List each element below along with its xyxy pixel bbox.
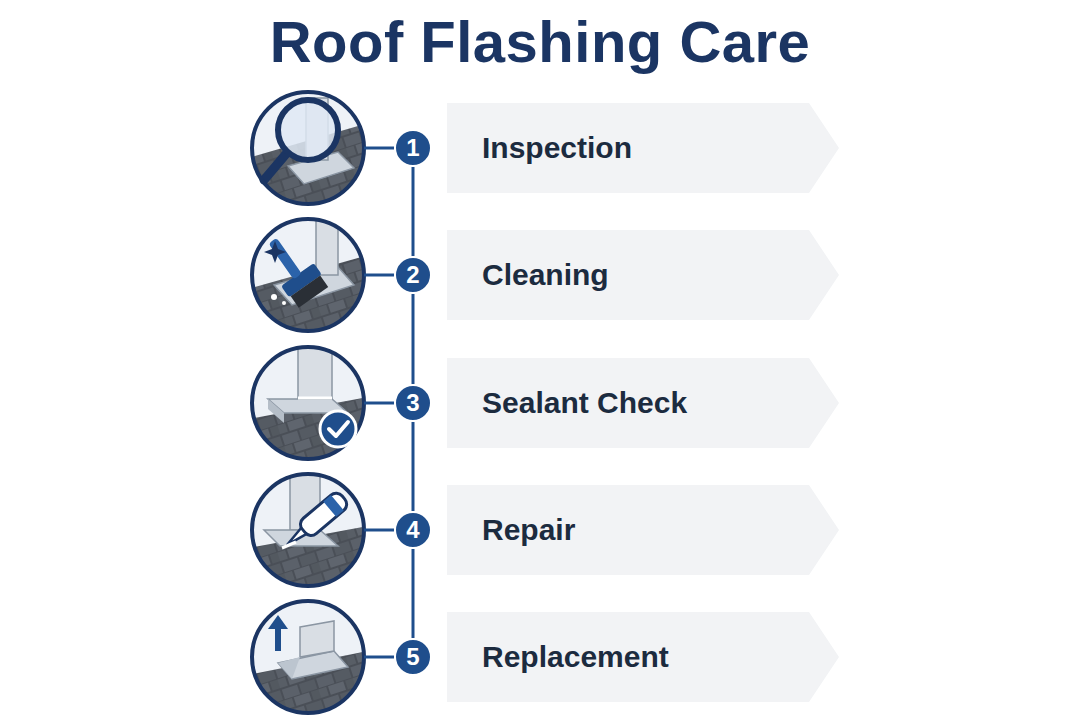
step-label-box: Sealant Check [447, 358, 839, 448]
step-label: Repair [447, 485, 575, 575]
sealant-check-icon [248, 343, 368, 463]
timeline-connector [413, 549, 414, 638]
step-number: 1 [394, 129, 432, 167]
step-number: 4 [394, 511, 432, 549]
step-number: 2 [394, 256, 432, 294]
step-label-box: Repair [447, 485, 839, 575]
cleaning-icon [248, 215, 368, 335]
step-number-text: 2 [406, 263, 419, 287]
inspection-icon [248, 88, 368, 208]
step-label: Sealant Check [447, 358, 687, 448]
step-number: 5 [394, 638, 432, 676]
step-label-box: Inspection [447, 103, 839, 193]
step-number: 3 [394, 384, 432, 422]
step-label-box: Replacement [447, 612, 839, 702]
timeline-connector [413, 422, 414, 511]
timeline-connector [413, 294, 414, 384]
icon-ties [364, 148, 394, 657]
title: Roof Flashing Care [0, 8, 1080, 75]
timeline-connector [413, 167, 414, 256]
step-number-text: 4 [406, 518, 419, 542]
step-number-text: 1 [406, 136, 419, 160]
step-label: Inspection [447, 103, 632, 193]
replacement-icon [248, 597, 368, 717]
repair-icon [248, 470, 368, 590]
step-number-text: 5 [406, 645, 419, 669]
step-label: Replacement [447, 612, 669, 702]
step-label: Cleaning [447, 230, 609, 320]
step-number-text: 3 [406, 391, 419, 415]
step-label-box: Cleaning [447, 230, 839, 320]
